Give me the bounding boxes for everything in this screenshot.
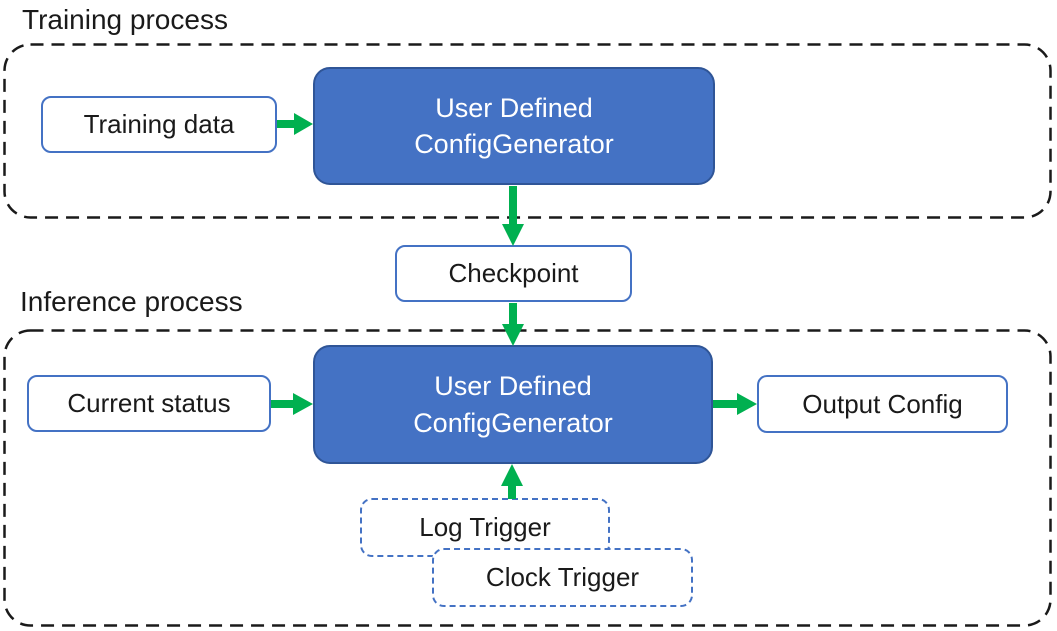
arrow-down-icon xyxy=(502,186,524,246)
arrow-current-status-to-generator xyxy=(271,393,313,415)
inference-region-border xyxy=(3,329,1052,627)
inference-region-rect xyxy=(3,329,1052,627)
arrow-log-trigger-to-generator xyxy=(501,464,523,499)
training-data-label: Training data xyxy=(83,109,235,139)
training-config-generator-line1: User Defined xyxy=(435,92,593,123)
current-status-box: Current status xyxy=(27,375,271,432)
arrow-up-icon xyxy=(501,464,523,499)
inference-config-generator-box: User Defined ConfigGenerator xyxy=(313,345,713,464)
output-config-box: Output Config xyxy=(757,375,1008,433)
training-data-box: Training data xyxy=(41,96,277,153)
training-region-border xyxy=(3,43,1052,219)
training-config-generator-line2: ConfigGenerator xyxy=(414,129,614,159)
checkpoint-box: Checkpoint xyxy=(395,245,632,302)
training-process-label: Training process xyxy=(22,4,228,35)
training-region-rect xyxy=(3,43,1052,219)
arrow-right-icon xyxy=(277,113,313,135)
checkpoint-label: Checkpoint xyxy=(448,258,579,288)
training-config-generator-box: User Defined ConfigGenerator xyxy=(313,67,715,185)
inference-config-generator-line2: ConfigGenerator xyxy=(413,407,613,438)
arrow-generator-to-checkpoint xyxy=(502,186,524,246)
clock-trigger-box: Clock Trigger xyxy=(432,548,693,607)
current-status-label: Current status xyxy=(67,388,231,418)
arrow-right-icon xyxy=(271,393,313,415)
inference-config-generator-line1: User Defined xyxy=(434,371,592,402)
arrow-down-icon xyxy=(502,303,524,346)
arrow-checkpoint-to-generator xyxy=(502,303,524,346)
log-trigger-label: Log Trigger xyxy=(419,512,551,542)
inference-process-label: Inference process xyxy=(20,286,243,317)
clock-trigger-label: Clock Trigger xyxy=(485,562,640,592)
output-config-label: Output Config xyxy=(802,388,963,419)
arrow-training-data-to-generator xyxy=(277,113,313,135)
arrow-generator-to-output-config xyxy=(713,393,757,415)
arrow-right-icon xyxy=(713,393,757,415)
